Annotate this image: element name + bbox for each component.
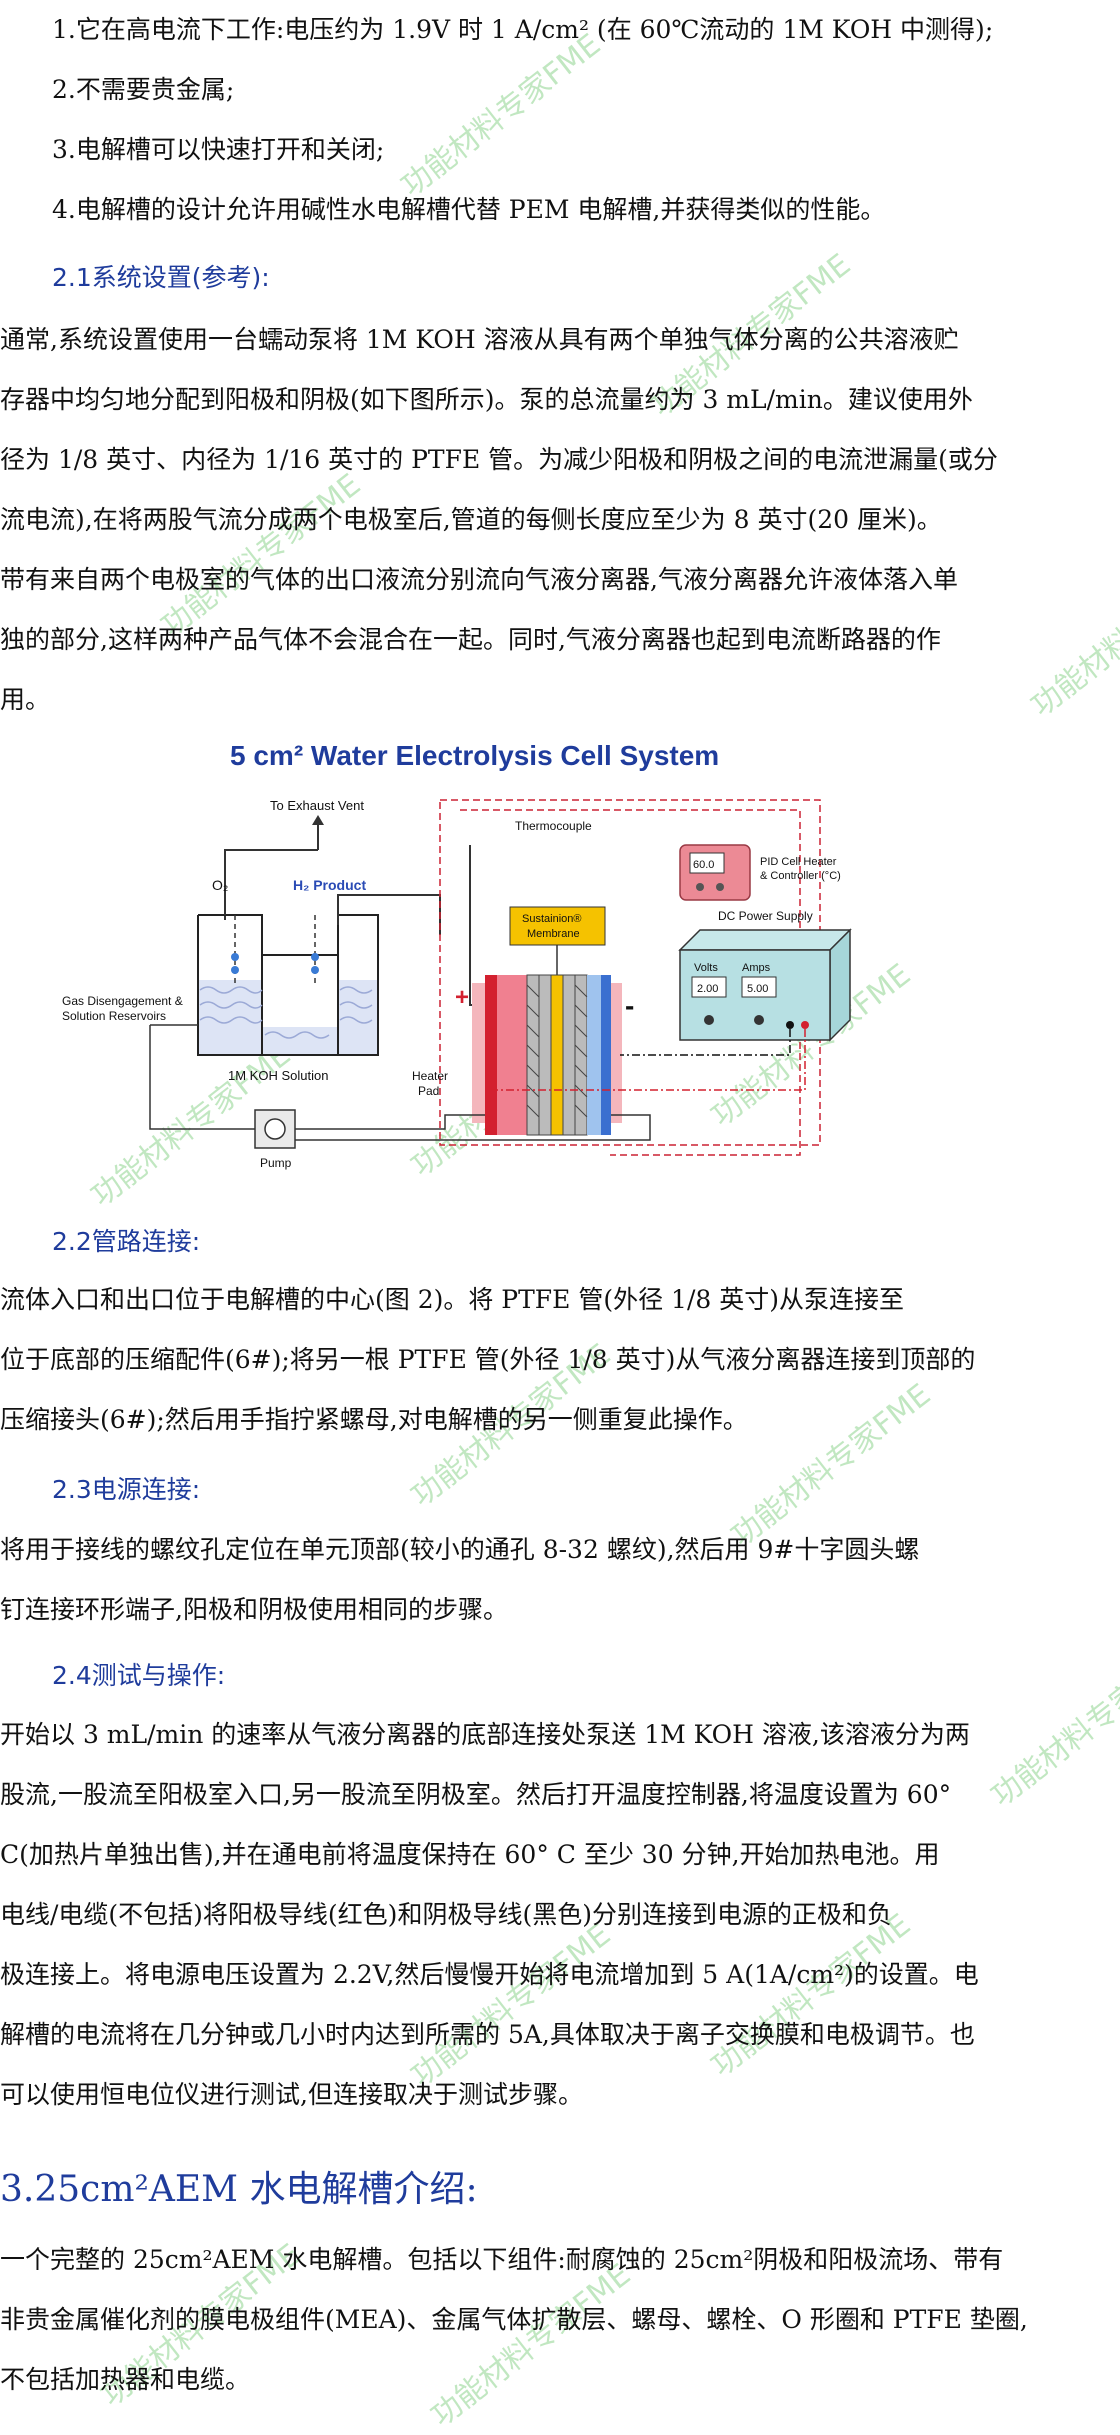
paragraph-line: 解槽的电流将在几分钟或几小时内达到所需的 5A,具体取决于离子交换膜和电极调节。… [0, 2020, 975, 2049]
list-item: 3.电解槽可以快速打开和关闭; [52, 135, 385, 164]
membrane-label: Sustainion® [522, 913, 581, 925]
paragraph-line: 存器中均匀地分配到阳极和阴极(如下图所示)。泵的总流量约为 3 mL/min。建… [0, 385, 973, 414]
thermocouple-label: Thermocouple [515, 819, 592, 833]
dc-label: DC Power Supply [718, 909, 813, 923]
section-heading: 2.1系统设置(参考): [52, 263, 270, 292]
pid-value: 60.0 [693, 859, 714, 871]
heater-label: Heater [412, 1069, 448, 1083]
plus-sign: + [455, 984, 469, 1011]
paragraph-line: 通常,系统设置使用一台蠕动泵将 1M KOH 溶液从具有两个单独气体分离的公共溶… [0, 325, 959, 354]
h2-label: H₂ Product [293, 877, 366, 893]
system-diagram: 5 cm² Water Electrolysis Cell System To … [62, 740, 852, 1170]
section-heading: 2.2管路连接: [52, 1227, 201, 1256]
paragraph-line: 压缩接头(6#);然后用手指拧紧螺母,对电解槽的另一侧重复此操作。 [0, 1405, 748, 1434]
paragraph-line: 带有来自两个电极室的气体的出口液流分别流向气液分离器,气液分离器允许液体落入单 [0, 565, 958, 594]
paragraph-line: C(加热片单独出售),并在通电前将温度保持在 60° C 至少 30 分钟,开始… [0, 1840, 940, 1869]
pump-label: Pump [260, 1156, 292, 1170]
paragraph-line: 独的部分,这样两种产品气体不会混合在一起。同时,气液分离器也起到电流断路器的作 [0, 625, 941, 654]
watermark: 功能材料专家FME [724, 1377, 938, 1554]
list-item: 2.不需要贵金属; [52, 75, 235, 104]
koh-label: 1M KOH Solution [228, 1068, 328, 1083]
exhaust-label: To Exhaust Vent [270, 798, 364, 813]
paragraph-line: 用。 [0, 685, 51, 714]
list-item: 1.它在高电流下工作:电压约为 1.9V 时 1 A/cm² (在 60℃流动的… [52, 15, 994, 44]
paragraph-line: 不包括加热器和电缆。 [0, 2365, 251, 2394]
paragraph-line: 极连接上。将电源电压设置为 2.2V,然后慢慢开始将电流增加到 5 A(1A/c… [0, 1960, 979, 1989]
volts-value: 2.00 [697, 983, 718, 995]
watermark: 功能材料专家FME [404, 1917, 618, 2094]
reservoir-label: Gas Disengagement & [62, 994, 183, 1008]
volts-label: Volts [694, 962, 718, 974]
amps-value: 5.00 [747, 983, 768, 995]
paragraph-line: 径为 1/8 英寸、内径为 1/16 英寸的 PTFE 管。为减少阳极和阴极之间… [0, 445, 998, 474]
membrane-label: Membrane [527, 928, 580, 940]
section-title: 3.25cm²AEM 水电解槽介绍: [0, 2169, 478, 2210]
paragraph-line: 将用于接线的螺纹孔定位在单元顶部(较小的通孔 8-32 螺纹),然后用 9#十字… [0, 1535, 920, 1564]
paragraph-line: 可以使用恒电位仪进行测试,但连接取决于测试步骤。 [0, 2080, 583, 2109]
paragraph-line: 电线/电缆(不包括)将阳极导线(红色)和阴极导线(黑色)分别连接到电源的正极和负 [0, 1900, 892, 1929]
section-heading: 2.4测试与操作: [52, 1661, 226, 1690]
paragraph-line: 钉连接环形端子,阳极和阴极使用相同的步骤。 [0, 1595, 508, 1624]
amps-label: Amps [742, 962, 771, 974]
paragraph-line: 位于底部的压缩配件(6#);将另一根 PTFE 管(外径 1/8 英寸)从气液分… [0, 1345, 976, 1374]
reservoir-label: Solution Reservoirs [62, 1009, 166, 1023]
list-item: 4.电解槽的设计允许用碱性水电解槽代替 PEM 电解槽,并获得类似的性能。 [52, 195, 886, 224]
pid-label: PID Cell Heater [760, 856, 837, 868]
heater-label: Pad [418, 1084, 439, 1098]
paragraph-line: 一个完整的 25cm²AEM 水电解槽。包括以下组件:耐腐蚀的 25cm²阴极和… [0, 2245, 1004, 2274]
paragraph-line: 股流,一股流至阳极室入口,另一股流至阴极室。然后打开温度控制器,将温度设置为 6… [0, 1780, 952, 1809]
o2-label: O₂ [212, 877, 228, 893]
paragraph-line: 流电流),在将两股气流分成两个电极室后,管道的每侧长度应至少为 8 英寸(20 … [0, 505, 942, 534]
section-heading: 2.3电源连接: [52, 1475, 201, 1504]
paragraph-line: 非贵金属催化剂的膜电极组件(MEA)、金属气体扩散层、螺母、螺栓、O 形圈和 P… [0, 2305, 1028, 2334]
figure-title: 5 cm² Water Electrolysis Cell System [230, 740, 719, 771]
pid-label: & Controller (°C) [760, 870, 841, 882]
minus-sign: - [625, 990, 634, 1021]
reservoir [197, 914, 379, 1056]
paragraph-line: 流体入口和出口位于电解槽的中心(图 2)。将 PTFE 管(外径 1/8 英寸)… [0, 1285, 904, 1314]
paragraph-line: 开始以 3 mL/min 的速率从气液分离器的底部连接处泵送 1M KOH 溶液… [0, 1720, 970, 1749]
watermark: 功能材料专家FME [154, 467, 368, 644]
